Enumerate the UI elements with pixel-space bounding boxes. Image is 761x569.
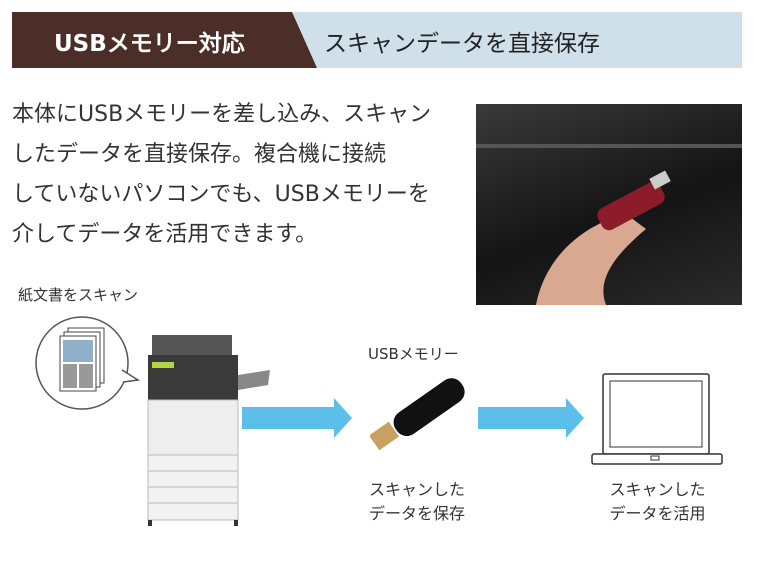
- usb-insert-photo: [476, 104, 742, 305]
- copier-icon: [147, 335, 270, 526]
- header-tag-text: USBメモリー対応: [54, 31, 245, 57]
- usb-caption: スキャンした データを保存: [352, 478, 482, 526]
- description-line: 介してデータを活用できます。: [12, 222, 318, 247]
- arrow-usb-to-pc: [478, 398, 584, 438]
- scan-label: 紙文書をスキャン: [18, 286, 139, 304]
- pc-caption-line: データを活用: [609, 504, 706, 523]
- pc-caption-line: スキャンした: [609, 480, 706, 499]
- usb-caption-line: データを保存: [368, 504, 465, 523]
- hand-usb-illustration: [476, 144, 742, 305]
- section-header: USBメモリー対応 スキャンデータを直接保存: [12, 12, 742, 68]
- header-title: スキャンデータを直接保存: [324, 31, 600, 57]
- usb-label: USBメモリー: [368, 345, 459, 363]
- laptop-icon: [591, 373, 723, 465]
- usb-caption-line: スキャンした: [368, 480, 465, 499]
- description-line: していないパソコンでも、USBメモリーを: [12, 182, 430, 207]
- description-line: したデータを直接保存。複合機に接続: [12, 142, 387, 167]
- usb-memory-icon: [370, 378, 465, 451]
- arrow-copier-to-usb: [242, 398, 352, 438]
- pc-caption: スキャンした データを活用: [590, 478, 725, 526]
- header-tag: USBメモリー対応: [12, 12, 317, 68]
- description-line: 本体にUSBメモリーを差し込み、スキャン: [12, 102, 432, 127]
- description: 本体にUSBメモリーを差し込み、スキャン したデータを直接保存。複合機に接続 し…: [12, 95, 462, 255]
- document-bubble-icon: [35, 316, 141, 410]
